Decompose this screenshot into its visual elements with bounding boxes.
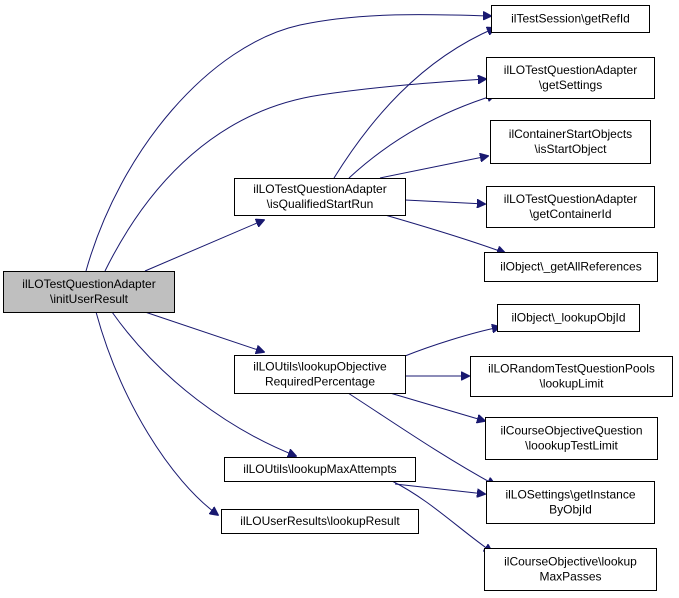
edge-lookupObjectivePct-to-lookupObjId xyxy=(404,327,500,357)
node-label-line: ilCourseObjectiveQuestion xyxy=(500,424,642,438)
edge-root-to-getSettings xyxy=(104,79,486,272)
node-box xyxy=(484,548,657,591)
node-label-line: RequiredPercentage xyxy=(265,375,375,389)
node-label-line: ilCourseObjective\lookup xyxy=(504,555,637,569)
node-lookupObjectivePct[interactable]: ilLOUtils\lookupObjectiveRequiredPercent… xyxy=(234,355,406,394)
edge-root-to-lookupObjectivePct xyxy=(144,311,264,352)
node-label-line: ilLOTestQuestionAdapter xyxy=(504,192,637,206)
node-label-line: \lookupLimit xyxy=(539,377,604,391)
node-box xyxy=(234,178,406,216)
node-box xyxy=(486,481,655,524)
node-label-line: ilObject\_lookupObjId xyxy=(511,311,625,325)
node-box xyxy=(484,252,658,282)
node-box xyxy=(486,186,655,228)
edge-lookupObjectivePct-to-loookupTestLimit xyxy=(389,392,485,421)
node-label-line: ilLOTestQuestionAdapter xyxy=(22,277,155,291)
node-loookupTestLimit[interactable]: ilCourseObjectiveQuestion\loookupTestLim… xyxy=(485,417,658,460)
edge-root-to-getRefId xyxy=(85,15,491,272)
edge-root-to-isQualified xyxy=(144,220,264,272)
node-isQualified[interactable]: ilLOTestQuestionAdapter\isQualifiedStart… xyxy=(234,178,406,216)
node-lookupResult[interactable]: ilLOUserResults\lookupResult xyxy=(221,509,419,534)
node-getContainerId[interactable]: ilLOTestQuestionAdapter\getContainerId xyxy=(486,186,655,228)
node-box xyxy=(224,457,416,482)
node-label-line: ilObject\_getAllReferences xyxy=(500,260,641,274)
node-label-line: ilLOTestQuestionAdapter xyxy=(504,63,637,77)
node-isStartObject[interactable]: ilContainerStartObjects\isStartObject xyxy=(490,120,651,164)
edge-isQualified-to-getContainerId xyxy=(404,200,485,204)
node-label-line: MaxPasses xyxy=(539,570,601,584)
node-box xyxy=(221,509,419,534)
node-box xyxy=(470,356,673,397)
node-box xyxy=(486,57,655,99)
edge-lookupMaxAttempts-to-getInstanceByObjId xyxy=(394,483,485,494)
node-label-line: \initUserResult xyxy=(50,292,129,306)
node-label-line: \loookupTestLimit xyxy=(525,439,618,453)
node-getSettings[interactable]: ilLOTestQuestionAdapter\getSettings xyxy=(486,57,655,99)
node-label-line: ilTestSession\getRefId xyxy=(511,12,630,26)
edge-isQualified-to-getAllReferences xyxy=(384,214,505,253)
node-lookupMaxAttempts[interactable]: ilLOUtils\lookupMaxAttempts xyxy=(224,457,416,482)
node-layer: ilLOTestQuestionAdapter\initUserResultil… xyxy=(3,5,673,591)
node-getRefId[interactable]: ilTestSession\getRefId xyxy=(491,5,650,33)
node-box xyxy=(490,120,651,164)
node-getAllReferences[interactable]: ilObject\_getAllReferences xyxy=(484,252,658,282)
edge-isQualified-to-getRefId xyxy=(333,28,495,179)
edge-isQualified-to-getSettings xyxy=(348,95,495,179)
node-label-line: \getSettings xyxy=(539,78,602,92)
node-label-line: ilLOSettings\getInstance xyxy=(505,488,635,502)
node-label-line: ilLOUtils\lookupObjective xyxy=(253,360,387,374)
node-label-line: ByObjId xyxy=(549,503,592,517)
node-box xyxy=(234,355,406,394)
edge-lookupMaxAttempts-to-lookupMaxPasses xyxy=(391,480,492,552)
node-label-line: ilLORandomTestQuestionPools xyxy=(488,362,655,376)
node-label-line: ilLOUserResults\lookupResult xyxy=(240,514,400,528)
edge-lookupObjectivePct-to-getInstanceByObjId xyxy=(347,392,495,485)
node-label-line: ilLOUtils\lookupMaxAttempts xyxy=(243,462,396,476)
edge-root-to-lookupMaxAttempts xyxy=(111,311,296,456)
edge-root-to-lookupResult xyxy=(95,311,218,515)
node-lookupObjId[interactable]: ilObject\_lookupObjId xyxy=(497,304,640,332)
node-box xyxy=(3,271,175,313)
node-label-line: \isQualifiedStartRun xyxy=(267,197,374,211)
node-box xyxy=(497,304,640,332)
edge-layer xyxy=(85,15,505,552)
node-box xyxy=(485,417,658,460)
node-root[interactable]: ilLOTestQuestionAdapter\initUserResult xyxy=(3,271,175,313)
node-label-line: ilLOTestQuestionAdapter xyxy=(253,182,386,196)
edge-isQualified-to-isStartObject xyxy=(379,156,488,179)
node-box xyxy=(491,5,650,33)
node-label-line: \isStartObject xyxy=(534,142,607,156)
node-label-line: ilContainerStartObjects xyxy=(509,127,632,141)
node-label-line: \getContainerId xyxy=(529,207,611,221)
node-lookupLimit[interactable]: ilLORandomTestQuestionPools\lookupLimit xyxy=(470,356,673,397)
